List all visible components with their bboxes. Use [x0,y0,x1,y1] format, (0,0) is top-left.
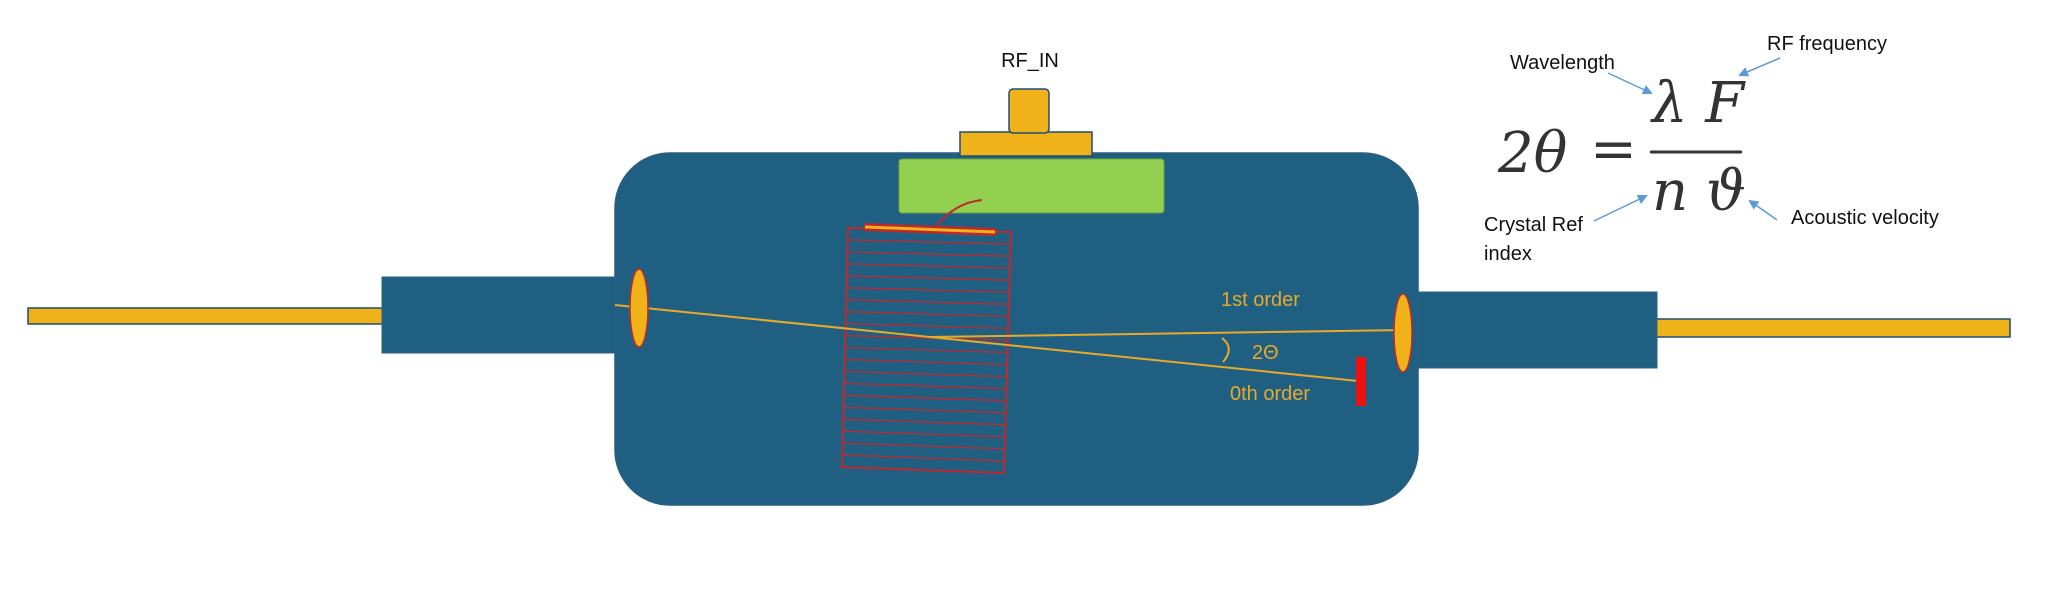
acoustic-wavefront [846,287,1010,293]
crystal-ref-label-line1: Crystal Ref [1484,214,1583,236]
acoustic-wavefront [843,406,1006,414]
crystal-ref-label-line2: index [1484,243,1532,265]
acoustic-wavefront [845,322,1009,330]
acoustic-grating [840,226,1013,475]
input-beam [614,304,931,338]
crystal-ref-arrow [1593,194,1648,222]
first-order-label: 1st order [1221,289,1300,311]
acoustic-wavefront [842,430,1006,438]
input-fiber [27,307,384,325]
acoustic-wavefront [846,299,1009,305]
acoustic-wavefront [842,442,1005,450]
output-lens [1393,293,1413,373]
acoustic-velocity-arrow [1748,199,1778,221]
bragg-equation: 2θ = λ F n ϑ [1497,71,1746,224]
equation-lhs: 2θ [1497,121,1567,186]
acoustic-wavefront [845,311,1009,317]
acoustic-wavefront [844,370,1007,378]
acoustic-wavefront [847,251,1011,257]
angle-arc [1221,337,1230,363]
equation-denominator: n ϑ [1652,159,1746,224]
equation-equals: = [1590,117,1637,182]
acoustic-wavefront [847,239,1011,245]
output-fiber [1654,318,2011,338]
acoustic-wavefront [843,394,1007,402]
acoustic-wavefront [845,334,1008,342]
rf-connector-base [959,131,1093,157]
acoustic-wavefront [846,275,1010,281]
acoustic-wavefront [844,346,1008,354]
output-collimator [1416,291,1658,369]
zeroth-order-beam [929,336,1359,382]
zeroth-order-label: 0th order [1230,383,1310,405]
rf-frequency-arrow [1738,57,1781,77]
wavelength-arrow [1607,72,1653,95]
rf-wire [935,199,983,227]
rf-frequency-label: RF frequency [1767,33,1887,55]
acoustic-wavefront [847,263,1010,269]
acoustic-wavefront [844,382,1007,390]
beam-block [1356,357,1366,406]
acoustic-wavefront [843,418,1006,426]
input-lens [629,268,649,348]
transducer-driver [898,158,1165,214]
rf-connector-pin [1008,88,1050,134]
angle-label: 2Θ [1252,342,1279,364]
rf-in-label: RF_IN [1001,50,1059,72]
equation-numerator: λ F [1650,71,1746,136]
acoustic-velocity-label: Acoustic velocity [1791,207,1939,229]
piezo-transducer-core [864,225,996,234]
first-order-beam [929,329,1409,338]
acoustic-wavefront [844,358,1008,366]
input-collimator [381,276,623,354]
wavelength-label: Wavelength [1510,52,1615,74]
acoustic-wavefront [842,454,1005,462]
